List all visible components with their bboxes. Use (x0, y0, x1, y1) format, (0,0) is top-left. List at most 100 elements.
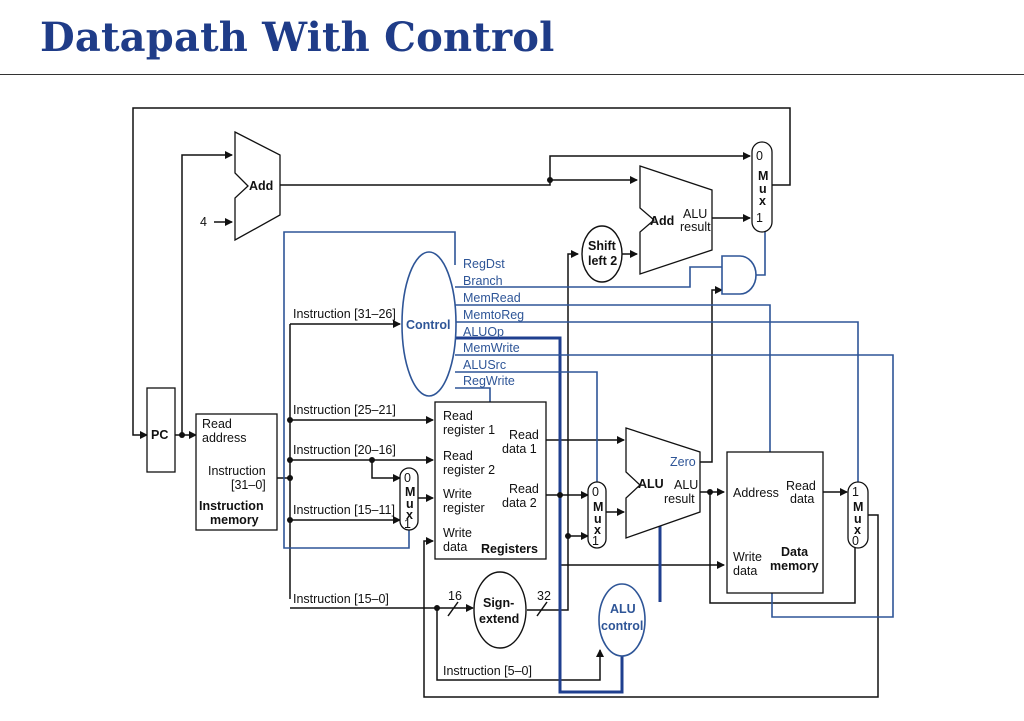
svg-text:result: result (680, 220, 711, 234)
junction-dots (179, 177, 713, 611)
svg-text:Address: Address (733, 486, 779, 500)
svg-text:x: x (854, 523, 861, 537)
instruction-memory: Read address Instruction [31–0] Instruct… (195, 413, 278, 531)
svg-text:RegWrite: RegWrite (463, 374, 515, 388)
bus-width-32-slash (536, 601, 548, 617)
svg-text:MemRead: MemRead (463, 291, 521, 305)
svg-text:[31–0]: [31–0] (231, 478, 266, 492)
svg-text:Control: Control (406, 318, 450, 332)
svg-text:Sign-: Sign- (483, 596, 514, 610)
svg-text:Add: Add (249, 179, 273, 193)
svg-text:Read: Read (202, 417, 232, 431)
svg-text:x: x (759, 194, 766, 208)
svg-text:extend: extend (479, 612, 519, 626)
svg-text:u: u (406, 497, 414, 511)
bus-width-16-slash (447, 601, 459, 617)
alu-result-bypass-wire (709, 492, 856, 604)
svg-text:RegDst: RegDst (463, 257, 505, 271)
alu-control: ALU control (598, 583, 646, 657)
svg-text:Read: Read (509, 482, 539, 496)
bus-width-16: 16 (448, 589, 462, 603)
svg-text:Instruction [25–21]: Instruction [25–21] (293, 403, 396, 417)
branch-wire (455, 266, 722, 288)
svg-text:Write: Write (443, 487, 472, 501)
svg-text:data: data (733, 564, 757, 578)
svg-text:ALU: ALU (674, 478, 698, 492)
instruction-field-labels: Instruction [31–26] Instruction [25–21] … (293, 307, 532, 678)
pc-source-mux: 0 M u x 1 (751, 141, 773, 233)
inst-5-0-wire (436, 608, 604, 681)
svg-text:address: address (202, 431, 246, 445)
alusrc-mux: 0 M u x 1 (587, 481, 607, 549)
svg-text:1: 1 (852, 485, 859, 499)
svg-text:M: M (758, 169, 768, 183)
branch-and-gate (721, 255, 757, 295)
svg-text:memory: memory (770, 559, 819, 573)
svg-text:data: data (790, 492, 814, 506)
svg-text:Instruction [31–26]: Instruction [31–26] (293, 307, 396, 321)
svg-text:Branch: Branch (463, 274, 503, 288)
svg-text:M: M (405, 485, 415, 499)
svg-text:Instruction [20–16]: Instruction [20–16] (293, 443, 396, 457)
control-unit: Control (401, 251, 457, 397)
svg-text:control: control (601, 619, 643, 633)
data-memory: Address Read data Write data Data memory (726, 451, 824, 594)
and-to-pcmux-wire (756, 232, 766, 276)
svg-text:Instruction [5–0]: Instruction [5–0] (443, 664, 532, 678)
svg-text:Zero: Zero (670, 455, 696, 469)
svg-text:u: u (854, 512, 862, 526)
shift-left-2: Shift left 2 (581, 225, 623, 283)
svg-text:Instruction: Instruction (208, 464, 266, 478)
pc4-to-mux-wire (280, 152, 751, 186)
regwrite-wire (455, 387, 491, 402)
svg-text:0: 0 (852, 534, 859, 548)
svg-text:0: 0 (592, 485, 599, 499)
svg-text:left 2: left 2 (588, 254, 617, 268)
sign-extend: Sign- extend (473, 571, 527, 649)
svg-text:Registers: Registers (481, 542, 538, 556)
branch-adder: Add ALU result (639, 165, 713, 275)
svg-text:x: x (594, 523, 601, 537)
svg-text:Instruction: Instruction (199, 499, 264, 513)
svg-text:u: u (594, 512, 602, 526)
svg-text:register: register (443, 501, 485, 515)
control-signal-labels: RegDst Branch MemRead MemtoReg ALUOp Mem… (463, 257, 524, 388)
regdst-mux: 0 M u x 1 (399, 467, 419, 531)
svg-text:Shift: Shift (588, 239, 617, 253)
svg-text:M: M (593, 500, 603, 514)
svg-text:ALUSrc: ALUSrc (463, 358, 506, 372)
svg-text:Write: Write (733, 550, 762, 564)
pc-next-wire (132, 107, 791, 439)
svg-text:Read: Read (786, 479, 816, 493)
alusrc-wire (455, 371, 598, 482)
svg-text:1: 1 (756, 211, 763, 225)
svg-text:1: 1 (404, 517, 411, 531)
svg-text:1: 1 (592, 534, 599, 548)
regdst-wire (283, 231, 456, 549)
svg-text:result: result (664, 492, 695, 506)
signext-to-shift-wire (527, 250, 579, 611)
svg-text:ALUOp: ALUOp (463, 325, 504, 339)
memwrite-wire (455, 354, 894, 618)
svg-text:0: 0 (404, 471, 411, 485)
title-divider (0, 74, 1024, 75)
svg-text:ALU: ALU (683, 207, 707, 221)
memtoreg-mux: 1 M u x 0 (847, 481, 869, 549)
svg-text:data 1: data 1 (502, 442, 537, 456)
register-file: Read register 1 Read register 2 Write re… (434, 401, 547, 560)
svg-text:0: 0 (756, 149, 763, 163)
bus-width-32: 32 (537, 589, 551, 603)
svg-text:register 2: register 2 (443, 463, 495, 477)
svg-text:M: M (853, 500, 863, 514)
svg-text:Read: Read (443, 409, 473, 423)
svg-text:register 1: register 1 (443, 423, 495, 437)
svg-text:MemWrite: MemWrite (463, 341, 520, 355)
memtoreg-wire (455, 321, 859, 482)
svg-text:data: data (443, 540, 467, 554)
svg-text:x: x (406, 508, 413, 522)
writeback-wire (423, 514, 879, 698)
svg-text:u: u (759, 182, 767, 196)
svg-text:Add: Add (650, 214, 674, 228)
pc-to-adder-wire (181, 151, 233, 435)
